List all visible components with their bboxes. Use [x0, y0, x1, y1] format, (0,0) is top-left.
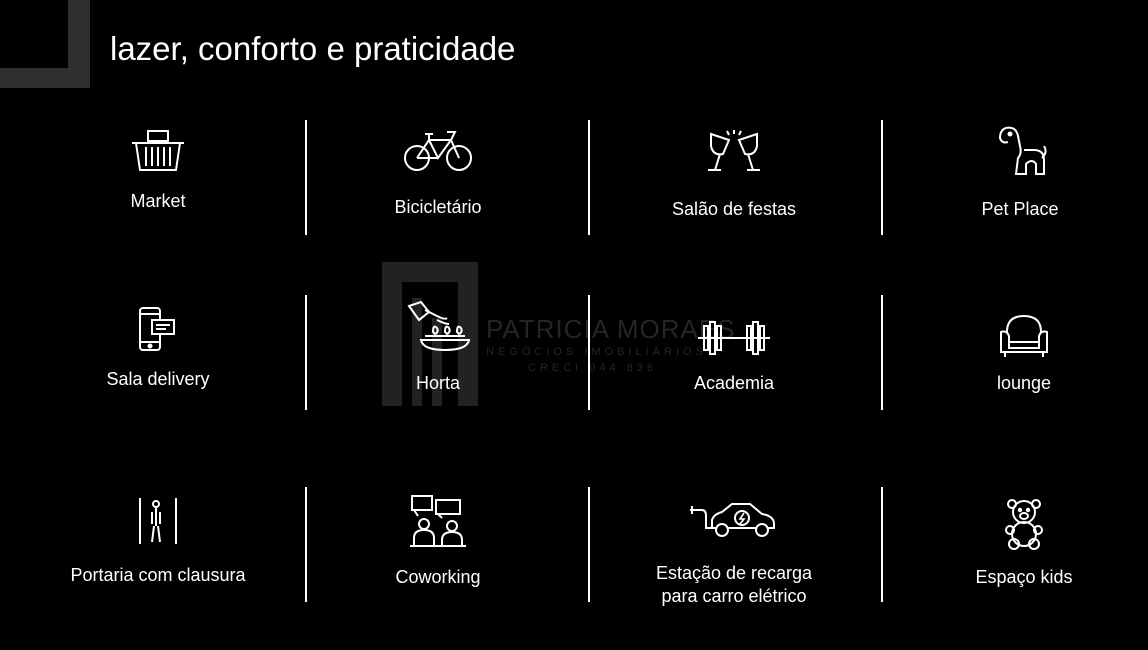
amenity-label: Salão de festas: [671, 199, 797, 219]
divider: [881, 295, 883, 410]
amenity-sala-delivery: Sala delivery: [18, 306, 298, 391]
divider: [305, 295, 307, 410]
divider: [588, 295, 590, 410]
teddy-bear-icon: [1005, 499, 1043, 550]
divider: [588, 487, 590, 602]
amenity-label: Sala delivery: [106, 369, 210, 389]
amenity-bicicletario: Bicicletário: [298, 128, 578, 219]
amenity-estacao-recarga: Estação de recarga para carro elétrico: [594, 498, 874, 608]
phone-message-icon: [139, 307, 175, 351]
divider: [588, 120, 590, 235]
corner-logo-mark: [0, 0, 90, 88]
watering-can-icon: [407, 300, 471, 352]
divider: [305, 487, 307, 602]
amenity-label: Bicicletário: [394, 197, 482, 217]
coworking-people-icon: [410, 495, 466, 547]
divider: [881, 487, 883, 602]
electric-car-icon: [690, 503, 775, 537]
amenity-label: Estação de recarga para carro elétrico: [655, 563, 813, 606]
amenity-label: Coworking: [395, 567, 481, 587]
bicycle-icon: [404, 131, 472, 171]
amenity-salao-de-festas: Salão de festas: [594, 128, 874, 221]
amenity-coworking: Coworking: [298, 494, 578, 589]
divider: [305, 120, 307, 235]
amenity-label: Pet Place: [981, 199, 1059, 219]
gate-person-icon: [139, 498, 177, 544]
amenity-label: Academia: [693, 373, 775, 393]
page-title: lazer, conforto e praticidade: [110, 30, 516, 67]
amenity-academia: Academia: [594, 318, 874, 395]
toast-glasses-icon: [708, 130, 760, 171]
divider: [881, 120, 883, 235]
amenity-label: Espaço kids: [975, 567, 1073, 587]
amenity-lounge: lounge: [884, 312, 1148, 395]
amenity-portaria: Portaria com clausura: [18, 496, 298, 587]
armchair-icon: [1000, 314, 1048, 357]
amenity-market: Market: [18, 128, 298, 213]
amenity-espaco-kids: Espaço kids: [884, 498, 1148, 589]
amenity-label: Horta: [415, 373, 460, 393]
dumbbell-icon: [698, 321, 770, 355]
amenity-label: Portaria com clausura: [70, 565, 246, 585]
amenity-label: lounge: [996, 373, 1052, 393]
amenity-pet-place: Pet Place: [880, 124, 1148, 221]
amenity-horta: Horta: [298, 298, 578, 395]
dog-icon: [998, 126, 1047, 175]
amenity-label: Market: [130, 191, 186, 211]
shopping-basket-icon: [132, 130, 184, 171]
